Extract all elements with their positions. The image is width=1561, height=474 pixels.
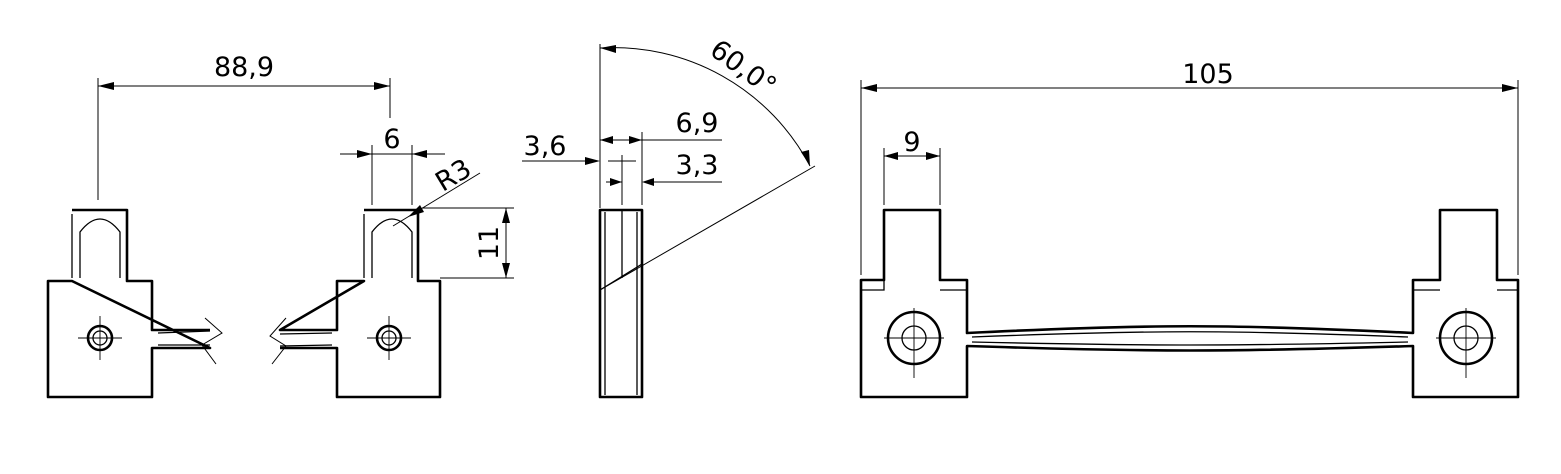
dimension-r3-label: R3 [430, 153, 477, 198]
dimension-3-3-label: 3,3 [676, 150, 719, 181]
dimension-r3: R3 [392, 153, 481, 227]
dimension-88-9: 88,9 [97, 52, 391, 200]
dimension-6-9-label: 6,9 [676, 108, 719, 139]
dimension-9: 9 [883, 127, 941, 205]
dimension-105: 105 [860, 59, 1519, 275]
dimension-3-6-label: 3,6 [524, 131, 567, 162]
dimension-9-label: 9 [903, 127, 920, 158]
right-bracket-view [269, 208, 442, 399]
full-assembly-view [859, 208, 1520, 399]
dimension-11: 11 [422, 207, 514, 279]
dimension-6-label: 6 [383, 124, 400, 155]
dimension-3-6-6-9: 3,6 6,9 [522, 108, 722, 205]
dimension-3-3: 3,3 [606, 150, 722, 205]
dimension-60-label: 60,0° [704, 34, 782, 102]
dimension-88-9-label: 88,9 [214, 52, 274, 83]
dimension-6: 6 [340, 124, 445, 205]
dimension-105-label: 105 [1182, 59, 1234, 90]
side-profile-view [598, 208, 644, 399]
dimension-11-label: 11 [474, 226, 505, 260]
left-bracket-view [46, 208, 223, 399]
